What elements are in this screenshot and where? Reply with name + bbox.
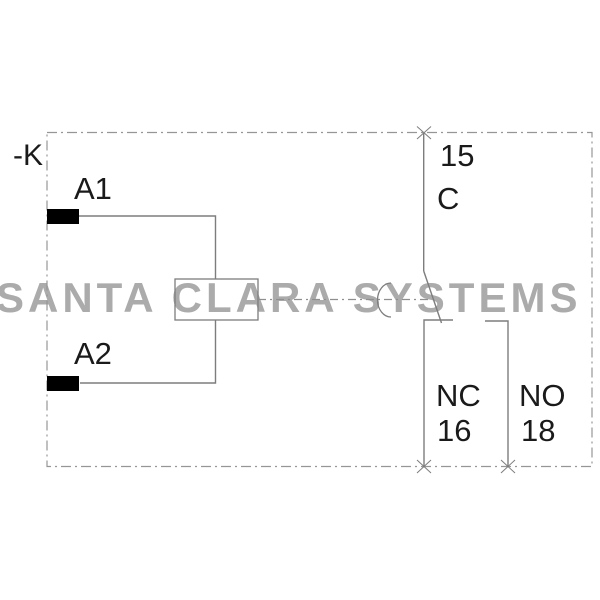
terminal-a2-pad	[47, 376, 79, 391]
common-c-label: C	[437, 181, 460, 216]
watermark-text: SANTA CLARA SYSTEMS	[0, 274, 582, 321]
terminal-18-label: 18	[521, 413, 556, 448]
terminal-a2-label: A2	[74, 336, 112, 371]
border-crossing-x-bottom-right	[500, 459, 516, 474]
border-crossing-x-bottom-left	[416, 459, 432, 474]
no-label: NO	[519, 378, 566, 413]
delay-arc-symbol	[376, 282, 392, 318]
terminal-a1-pad	[47, 209, 79, 224]
terminal-15-label: 15	[440, 138, 475, 173]
nc-label: NC	[436, 378, 481, 413]
contact-lever	[423, 270, 443, 324]
no-contact-conductor	[485, 320, 509, 466]
coil-symbol	[174, 278, 259, 321]
nc-contact-conductor	[423, 319, 453, 466]
wire-a2-to-coil	[80, 320, 217, 384]
terminal-16-label: 16	[437, 413, 472, 448]
terminal-a1-label: A1	[74, 171, 112, 206]
wire-a1-to-coil	[79, 215, 217, 279]
border-crossing-x-top	[416, 126, 432, 140]
device-label: -K	[13, 139, 43, 172]
